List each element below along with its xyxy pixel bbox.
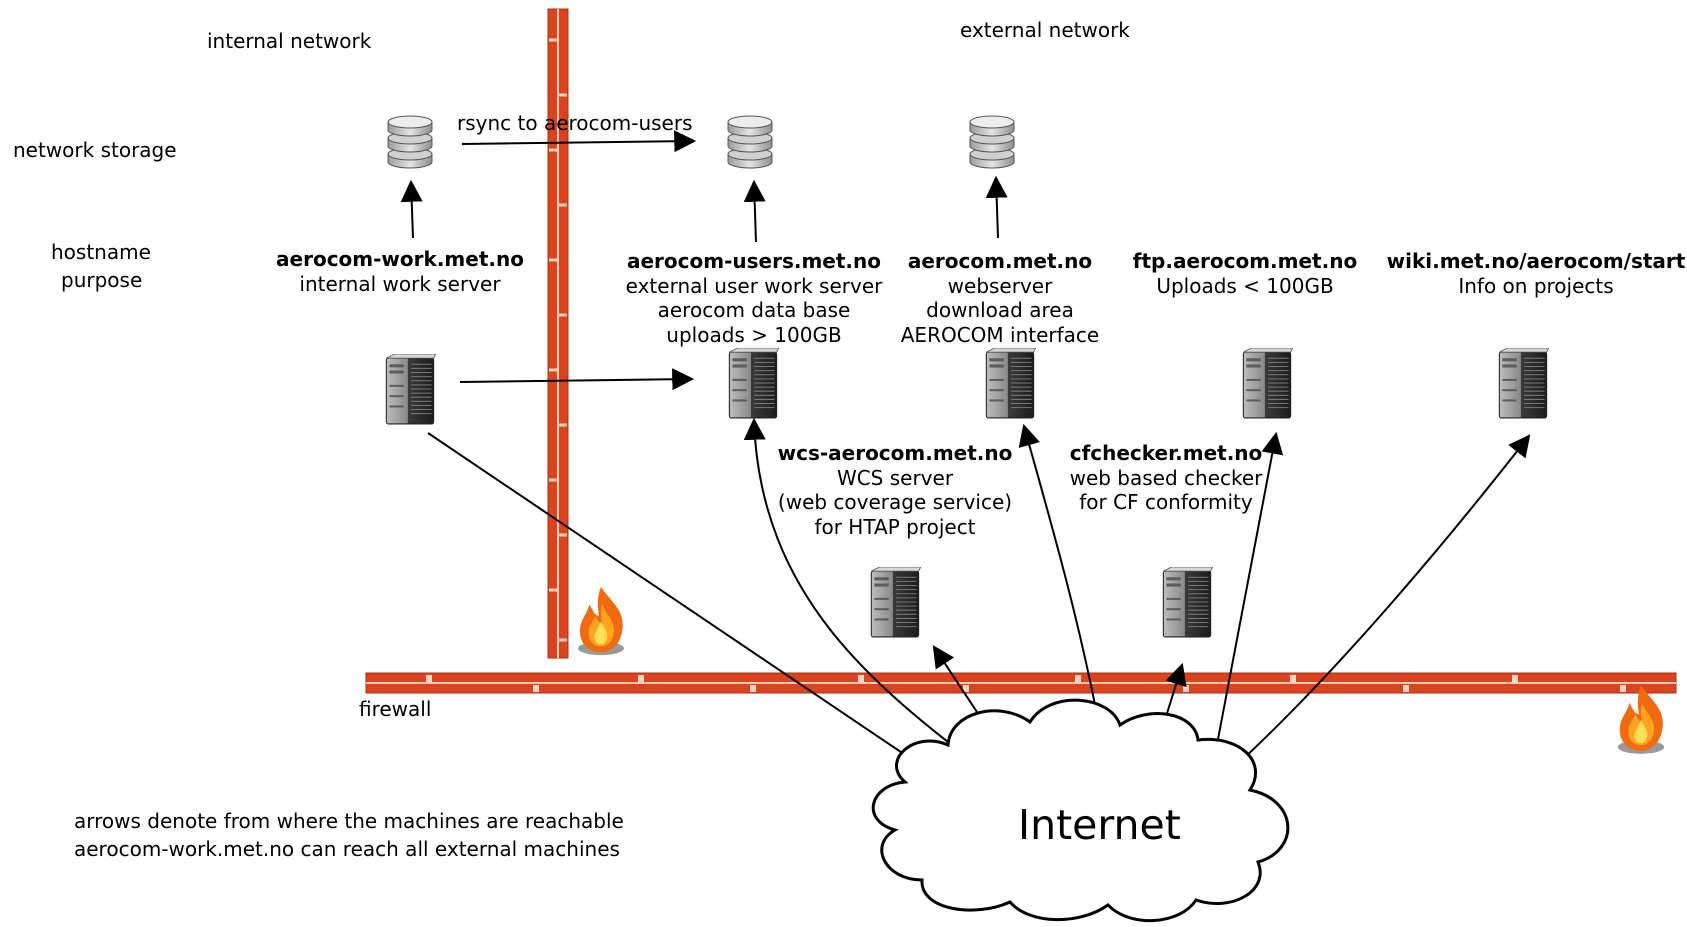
- storage-disk-icon-internal: [387, 115, 433, 169]
- arrow-internet-to-aerocom: [1018, 423, 1104, 747]
- zone-label-internal: internal network: [207, 29, 372, 53]
- purpose-line: for HTAP project: [814, 514, 976, 539]
- hostname-label: ftp.aerocom.met.no: [1132, 249, 1358, 273]
- internet-label: Internet: [1018, 801, 1181, 849]
- server-icon-aerocom-users: [728, 348, 779, 419]
- reachability-arrows: [400, 130, 1531, 802]
- server-icon-cfchecker: [1162, 567, 1213, 638]
- server-icon-ftp: [1242, 348, 1293, 419]
- purpose-line: internal work server: [299, 271, 501, 296]
- hostname-label: wiki.met.no/aerocom/start: [1386, 249, 1686, 273]
- arrow-internet-to-users: [743, 417, 989, 774]
- note-line: aerocom-work.met.no can reach all extern…: [74, 837, 620, 861]
- purpose-line: download area: [926, 298, 1074, 322]
- server-icon-wcs: [870, 567, 921, 638]
- hostname-label: cfchecker.met.no: [1069, 441, 1263, 465]
- arrow-work-to-storage: [400, 179, 423, 239]
- vertical-firewall-wall: [547, 8, 569, 659]
- arrow-internet-to-wiki: [1227, 434, 1531, 774]
- zone-label-firewall: firewall: [359, 697, 432, 721]
- purpose-line: uploads > 100GB: [666, 322, 842, 347]
- host-block-wcs: wcs-aerocom.met.no WCS server (web cover…: [760, 441, 1030, 539]
- firewall-flame-icon: [1617, 685, 1665, 754]
- arrow-work-to-users: [459, 368, 695, 391]
- legend-hostname: hostname: [51, 240, 151, 264]
- purpose-line: AEROCOM interface: [900, 322, 1100, 347]
- legend-network-storage: network storage: [13, 138, 177, 162]
- host-block-cfchecker: cfchecker.met.no web based checker for C…: [1036, 441, 1296, 515]
- host-block-aerocom: aerocom.met.no webserver download area A…: [880, 249, 1120, 347]
- zone-label-external: external network: [960, 18, 1130, 42]
- purpose-line: web based checker: [1069, 465, 1263, 490]
- storage-disk-icon-users: [727, 115, 773, 169]
- purpose-line: Info on projects: [1458, 273, 1614, 298]
- legend-purpose: purpose: [61, 268, 143, 292]
- hostname-label: aerocom.met.no: [907, 249, 1093, 273]
- purpose-line: (web coverage service): [777, 490, 1013, 514]
- hostname-label: wcs-aerocom.met.no: [777, 441, 1013, 465]
- hostname-label: aerocom-users.met.no: [626, 249, 881, 273]
- arrow-work-to-internet: [427, 432, 974, 802]
- host-block-ftp: ftp.aerocom.met.no Uploads < 100GB: [1125, 249, 1365, 298]
- storage-disk-icon-web: [969, 115, 1015, 169]
- horizontal-firewall-wall: [365, 672, 1677, 694]
- host-block-users: aerocom-users.met.no external user work …: [604, 249, 904, 347]
- firewall-flame-icon: [577, 586, 625, 656]
- hostname-label: aerocom-work.met.no: [276, 247, 524, 271]
- purpose-line: aerocom data base: [657, 298, 851, 322]
- note-line: arrows denote from where the machines ar…: [74, 809, 624, 833]
- purpose-line: external user work server: [625, 273, 883, 298]
- host-block-wiki: wiki.met.no/aerocom/start Info on projec…: [1386, 249, 1686, 298]
- purpose-line: for CF conformity: [1079, 490, 1253, 514]
- internet-cloud-icon: [871, 698, 1290, 923]
- purpose-line: Uploads < 100GB: [1156, 273, 1334, 298]
- arrow-rsync: [461, 130, 697, 153]
- arrow-web-to-storage: [985, 175, 1008, 239]
- arrow-users-to-storage: [743, 179, 766, 243]
- host-block-work: aerocom-work.met.no internal work server: [250, 247, 550, 296]
- server-icon-aerocom: [985, 348, 1036, 419]
- arrow-internet-to-ftp: [1214, 431, 1284, 756]
- server-icon-aerocom-work: [385, 354, 436, 425]
- purpose-line: WCS server: [836, 465, 954, 490]
- server-icon-wiki: [1498, 348, 1549, 419]
- purpose-line: webserver: [947, 273, 1053, 298]
- rsync-label: rsync to aerocom-users: [457, 111, 693, 135]
